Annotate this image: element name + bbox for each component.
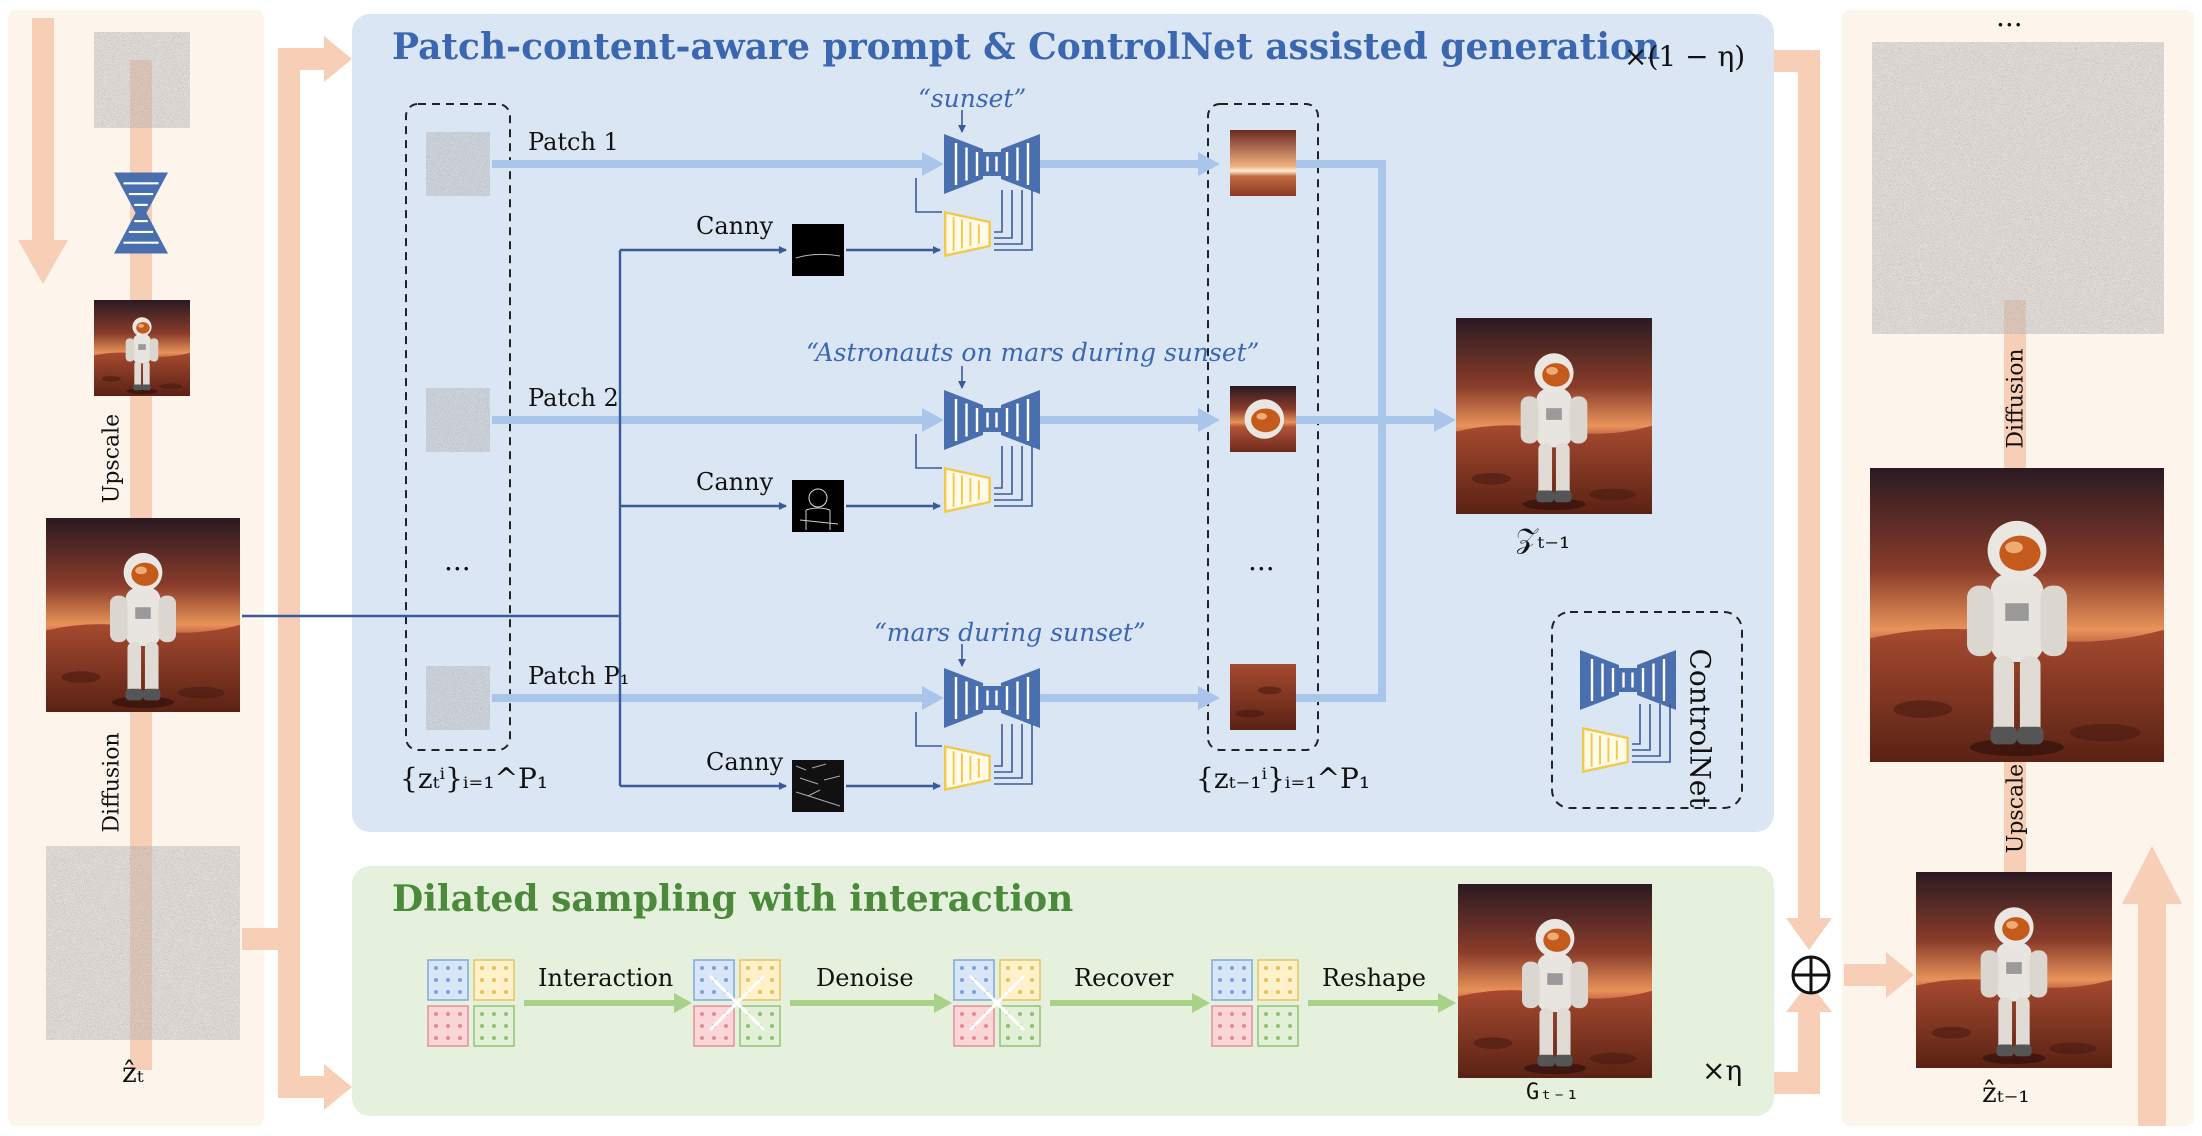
patch-p1-label: Patch P₁ <box>528 662 630 690</box>
canny-image-2 <box>792 480 844 532</box>
merged-image <box>1456 318 1652 514</box>
output-patch-group <box>1207 103 1319 751</box>
patch-2-label: Patch 2 <box>528 384 619 412</box>
canny-image-3 <box>792 760 844 812</box>
right-mars-small <box>1916 872 2112 1068</box>
right-mars-large <box>1870 468 2164 762</box>
controlnet-legend-box <box>1551 611 1743 809</box>
step-reshape: Reshape <box>1322 964 1426 992</box>
global-output-image <box>1458 884 1652 1078</box>
step-interaction: Interaction <box>538 964 674 992</box>
control-injection-lines <box>915 110 1033 785</box>
merged-label: 𝒵ₜ₋₁ <box>1516 522 1571 555</box>
bottom-panel-title: Dilated sampling with interaction <box>392 878 1074 920</box>
bottom-panel-factor: ×η <box>1702 1054 1743 1087</box>
combine-connectors <box>1774 50 1914 1094</box>
right-up-arrow <box>2122 846 2182 1126</box>
green-panel <box>352 866 1774 1116</box>
left-mars-image <box>46 518 240 712</box>
left-diffusion-label: Diffusion <box>99 732 125 833</box>
left-latent-label: ẑₜ <box>122 1056 144 1089</box>
left-down-arrow <box>18 18 68 284</box>
left-noise-latent <box>46 846 240 1040</box>
left-branch-arrows <box>242 36 352 1110</box>
canny-label-3: Canny <box>706 748 784 776</box>
prompt-1: “sunset” <box>918 84 1027 113</box>
output-patch-p1 <box>1230 664 1296 730</box>
input-patch-2 <box>426 388 490 452</box>
prompt-2: “Astronauts on mars during sunset” <box>806 338 1260 367</box>
patch-1-label: Patch 1 <box>528 128 619 156</box>
output-ellipsis: ... <box>1248 544 1275 577</box>
right-top-ellipsis: ... <box>1996 0 2023 33</box>
green-step-arrowheads <box>674 993 1456 1013</box>
right-diffusion-label: Diffusion <box>2003 348 2029 449</box>
small-mars-image <box>94 300 190 396</box>
patch-arrowheads <box>922 152 1456 710</box>
global-output-label: Gₜ₋₁ <box>1526 1080 1579 1105</box>
interaction-cross-marks <box>708 974 1026 1032</box>
canny-image-1 <box>792 224 844 276</box>
input-patch-1 <box>426 132 490 196</box>
output-patch-2 <box>1230 386 1296 452</box>
input-patch-group <box>405 103 511 751</box>
step-denoise: Denoise <box>816 964 914 992</box>
top-panel-factor: ×(1 − η) <box>1624 40 1746 73</box>
output-set-label: {zₜ₋₁ⁱ}ᵢ₌₁^P₁ <box>1196 762 1371 795</box>
legend-connector-lines <box>1632 704 1671 763</box>
top-noise-latent <box>94 32 190 128</box>
right-noise-latent <box>1872 42 2164 334</box>
input-set-label: {zₜⁱ}ᵢ₌₁^P₁ <box>400 762 549 795</box>
input-ellipsis: ... <box>444 544 471 577</box>
step-recover: Recover <box>1074 964 1174 992</box>
left-upscale-label: Upscale <box>99 413 125 504</box>
canny-label-1: Canny <box>696 212 774 240</box>
canny-source-lines <box>242 246 941 790</box>
right-upscale-label: Upscale <box>2003 763 2029 854</box>
patch-to-unet-arrows <box>492 160 1442 702</box>
controlnet-legend-label: ControlNet <box>1683 648 1717 808</box>
input-patch-p1 <box>426 666 490 730</box>
top-panel-title: Patch-content-aware prompt & ControlNet … <box>392 26 1661 68</box>
canny-label-2: Canny <box>696 468 774 496</box>
prompt-3: “mars during sunset” <box>874 618 1146 647</box>
output-patch-1 <box>1230 130 1296 196</box>
right-latent-label: ẑₜ₋₁ <box>1982 1076 2030 1109</box>
